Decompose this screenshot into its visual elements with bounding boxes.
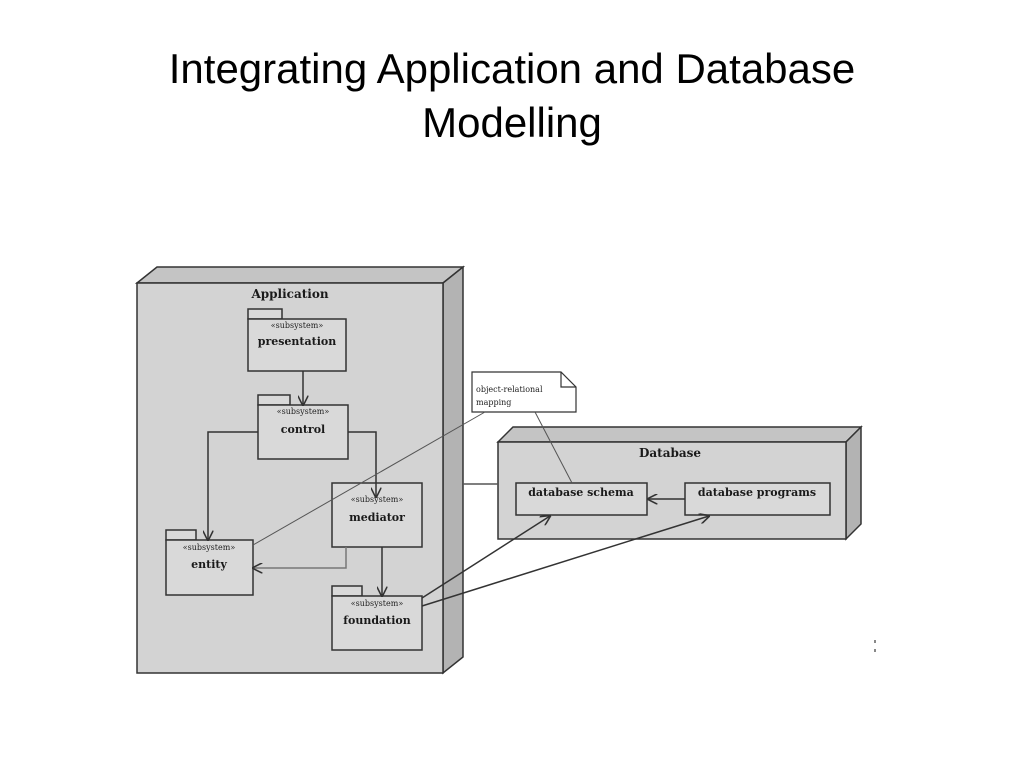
- note-body: [471, 371, 577, 413]
- slide-title-line-1: Integrating Application and Database: [168, 45, 856, 92]
- package-stereotype: «subsystem»: [351, 495, 404, 504]
- component-database-schema: database schema: [515, 482, 648, 516]
- package-tab: [331, 585, 363, 597]
- package-name: foundation: [343, 614, 410, 627]
- package-mediator: «subsystem» mediator: [331, 482, 423, 548]
- edge-mediator-entity: [253, 547, 347, 568]
- slide-title: Integrating Application and Database Mod…: [0, 42, 1024, 150]
- note-line-1: object-relational: [476, 385, 543, 394]
- database-node-top: [496, 426, 863, 443]
- component-name: database schema: [528, 486, 634, 499]
- application-node-label: Application: [250, 287, 328, 301]
- package-tab: [257, 394, 291, 406]
- package-body: [165, 539, 254, 596]
- edges: [208, 371, 709, 607]
- package-stereotype: «subsystem»: [271, 321, 324, 330]
- package-tab: [165, 529, 197, 541]
- component-name: database programs: [698, 486, 816, 499]
- note-fold: [560, 372, 576, 388]
- component-body: [515, 482, 648, 516]
- package-presentation: «subsystem» presentation: [247, 308, 347, 372]
- package-name: control: [281, 423, 325, 436]
- note-line-2: mapping: [476, 398, 511, 407]
- note-anchor-schema: [534, 411, 573, 484]
- note-object-relational-mapping: object-relational mapping: [471, 371, 577, 413]
- package-foundation: «subsystem» foundation: [331, 585, 423, 651]
- edge-foundation-programs: [421, 516, 709, 607]
- database-node-label: Database: [639, 446, 701, 460]
- note-anchor-entity: [252, 411, 486, 546]
- package-name: presentation: [258, 335, 336, 348]
- package-stereotype: «subsystem»: [277, 407, 330, 416]
- package-tab: [247, 308, 283, 320]
- edge-foundation-schema: [421, 516, 550, 599]
- database-node-side: [845, 425, 862, 541]
- package-name: entity: [191, 558, 227, 571]
- package-body: [247, 318, 347, 372]
- edge-artifact: [874, 640, 876, 652]
- package-body: [331, 595, 423, 651]
- application-node-top: [134, 266, 466, 284]
- package-name: mediator: [349, 511, 405, 524]
- package-stereotype: «subsystem»: [183, 543, 236, 552]
- edge-control-mediator: [348, 431, 376, 497]
- application-node-side: [442, 265, 464, 675]
- component-database-programs: database programs: [684, 482, 831, 516]
- component-body: [684, 482, 831, 516]
- package-entity: «subsystem» entity: [165, 529, 254, 596]
- slide-title-line-2: Modelling: [422, 99, 602, 146]
- note-anchors: [252, 411, 573, 546]
- package-stereotype: «subsystem»: [351, 599, 404, 608]
- edge-control-entity: [208, 431, 258, 540]
